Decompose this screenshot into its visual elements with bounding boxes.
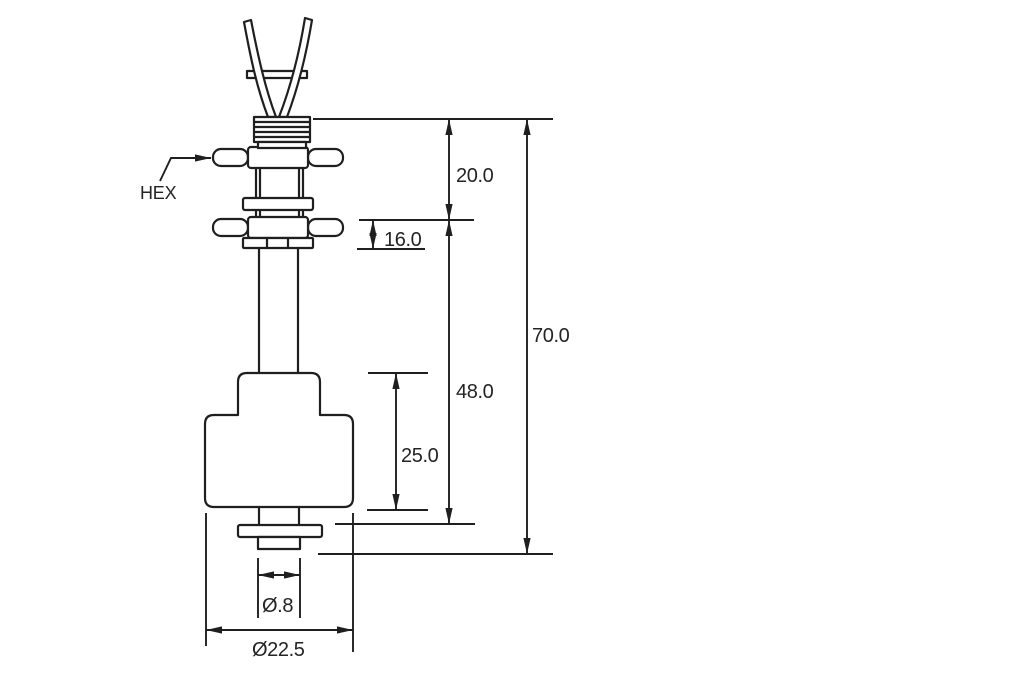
cable-gland-cap xyxy=(252,115,312,150)
dim-float-diameter: Ø22.5 xyxy=(206,626,353,661)
ext-lines-stem-diameter xyxy=(257,558,301,618)
dim-20-value: 20.0 xyxy=(456,165,494,187)
dim-70-value: 70.0 xyxy=(532,325,570,347)
ext-lines-float-diameter xyxy=(205,513,354,652)
dim-25: 25.0 xyxy=(392,373,439,510)
dim-16-value: 16.0 xyxy=(384,229,422,251)
end-stop xyxy=(256,535,302,551)
mounting-flange xyxy=(241,196,315,212)
hex-nut-upper xyxy=(211,145,345,170)
stem-tube xyxy=(257,243,300,377)
dim-stem-diameter-value: Ø.8 xyxy=(262,595,293,617)
hex-label: HEX xyxy=(140,183,177,203)
lead-wire-left xyxy=(242,18,278,119)
dimensions: 20.0 16.0 48.0 70.0 25.0 Ø.8 xyxy=(206,119,570,661)
wire-clamp-bar xyxy=(245,69,309,80)
dim-16: 16.0 xyxy=(369,220,422,251)
stem-lower xyxy=(257,507,301,525)
hex-leader-arrow xyxy=(159,154,211,182)
lead-wire-right xyxy=(277,16,314,119)
hex-callout: HEX xyxy=(140,154,211,203)
dim-48: 48.0 xyxy=(445,220,494,524)
retaining-washer xyxy=(236,523,324,539)
dim-70: 70.0 xyxy=(523,119,570,554)
dim-stem-diameter: Ø.8 xyxy=(258,571,300,617)
locking-collar xyxy=(241,236,315,250)
extension-lines xyxy=(205,118,553,652)
dim-25-value: 25.0 xyxy=(401,445,439,467)
lead-wires xyxy=(242,16,314,119)
dim-48-value: 48.0 xyxy=(456,381,494,403)
dim-20: 20.0 xyxy=(445,119,494,220)
float-body xyxy=(203,371,355,509)
hex-nut-lower xyxy=(211,215,345,240)
float-switch-body xyxy=(203,16,355,551)
dim-float-diameter-value: Ø22.5 xyxy=(252,639,305,661)
